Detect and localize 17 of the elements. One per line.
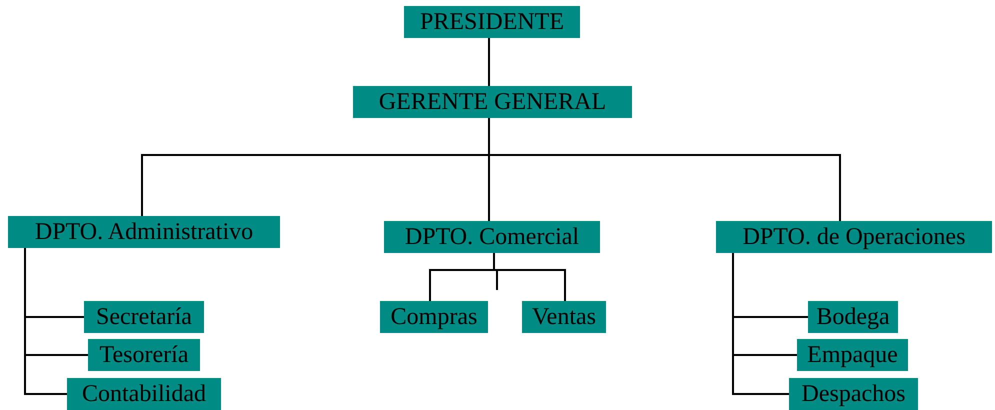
- org-box: PRESIDENTE: [404, 6, 580, 38]
- org-box: Contabilidad: [67, 378, 221, 410]
- org-box: DPTO. de Operaciones: [716, 221, 992, 253]
- org-box: Despachos: [789, 378, 918, 410]
- org-box: Empaque: [797, 339, 908, 371]
- connector-line: [24, 248, 67, 395]
- connector-line: [488, 38, 490, 86]
- org-box: Tesorería: [88, 339, 200, 371]
- org-box: GERENTE GENERAL: [353, 86, 632, 118]
- org-box: Secretaría: [84, 301, 204, 333]
- org-box: Ventas: [522, 301, 606, 333]
- org-box: DPTO. Administrativo: [8, 216, 280, 248]
- connector-line: [493, 253, 566, 301]
- org-box: Bodega: [808, 301, 898, 333]
- org-box: Compras: [380, 301, 488, 333]
- org-box: DPTO. Comercial: [384, 221, 600, 253]
- connector-line: [732, 253, 789, 395]
